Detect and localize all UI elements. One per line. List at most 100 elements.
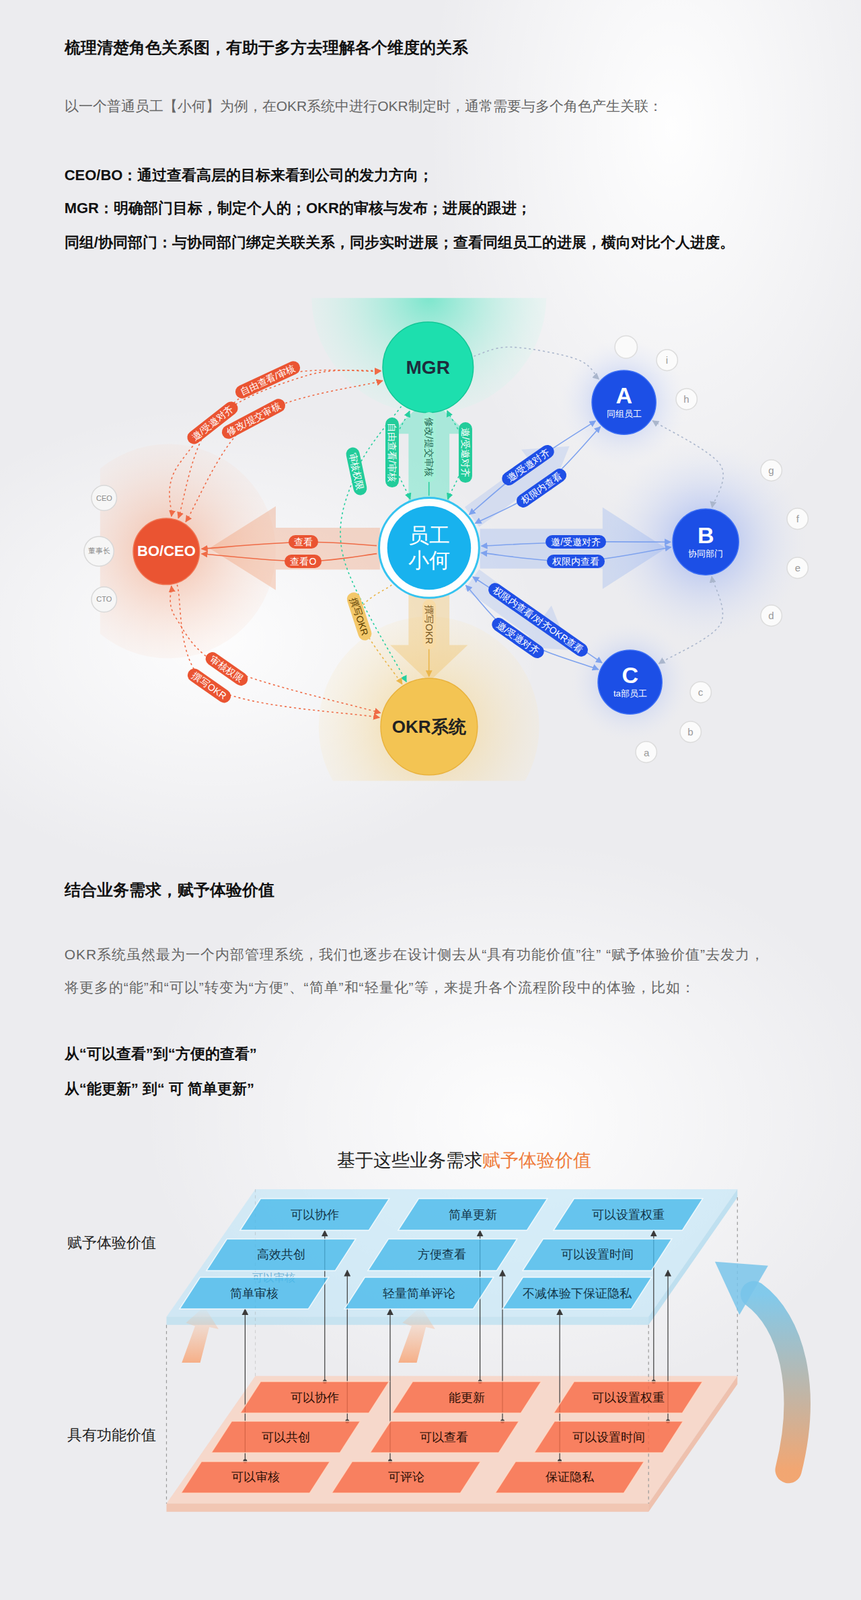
- plane-cell: 轻量简单评论: [344, 1278, 494, 1310]
- connector: [185, 380, 383, 522]
- circle-shape: [382, 322, 474, 414]
- circle-shape: [787, 557, 808, 579]
- node-text-wrap: d: [768, 610, 774, 622]
- node-text-wrap: OKR系统: [392, 715, 467, 740]
- node-text: 高效共创: [256, 1247, 306, 1264]
- illustration-polygon: [480, 507, 666, 590]
- node-text-wrap: 保证隐私: [545, 1469, 594, 1486]
- node-text: h: [683, 393, 689, 405]
- circle-shape: [676, 388, 697, 410]
- illustration-polygon: [209, 506, 381, 591]
- node-text: 可以协作: [290, 1207, 340, 1224]
- node-text: b: [687, 726, 693, 738]
- node-text: 不减体验下保证隐私: [522, 1286, 632, 1303]
- node-text: 同组员工: [606, 408, 642, 421]
- edge-label: 查看: [288, 535, 319, 549]
- node-text: 可以设置权重: [591, 1207, 665, 1224]
- node-text: 可以协作: [290, 1390, 340, 1407]
- node-text-wrap: 可以设置权重: [591, 1207, 665, 1224]
- connector: [170, 586, 381, 714]
- node-text: 保证隐私: [545, 1469, 594, 1486]
- illustration-polygon: [181, 1307, 219, 1365]
- node-text-wrap: CTO: [96, 595, 112, 604]
- circle-shape: [380, 678, 478, 776]
- edge-label: 审核权限: [345, 446, 369, 498]
- node-text-wrap: BO/CEO: [137, 542, 196, 561]
- illustration-g: [456, 425, 585, 539]
- circle-shape: [760, 605, 782, 627]
- circle-shape: [635, 741, 657, 763]
- node-text-wrap: c: [698, 686, 704, 699]
- node-text-wrap: 可以设置时间: [560, 1247, 634, 1264]
- plane-label: 赋予体验价值: [67, 1232, 157, 1255]
- plane-cell: 可以协作: [240, 1199, 390, 1231]
- circle-shape: [133, 518, 200, 586]
- circle-node: i: [655, 349, 679, 372]
- node-text-wrap: 可以审核: [231, 1469, 280, 1486]
- illustration-line: [648, 1325, 650, 1505]
- cell-shape: [369, 1421, 520, 1454]
- text-line: 同组/协同部门：与协同部门绑定关联关系，同步实时进展；查看同组员工的进展，横向对…: [64, 231, 735, 255]
- cell-shape: [392, 1382, 542, 1414]
- node-text: 轻量简单评论: [382, 1286, 456, 1303]
- inner-disc: [386, 506, 471, 591]
- node-text-wrap: 轻量简单评论: [382, 1286, 456, 1303]
- illustration-polygon: [715, 1262, 769, 1316]
- illustration-polygon: [398, 1307, 436, 1365]
- edge-label: 邀/受邀对齐: [545, 535, 607, 549]
- illustration-polygon: [390, 396, 468, 503]
- plane-cell: 可以共创: [211, 1421, 361, 1454]
- node-text-wrap: 董事长: [88, 546, 111, 557]
- illustration-polygon: [390, 594, 468, 683]
- circle-node: BO/CEO: [132, 517, 201, 586]
- node-text-wrap: 可以设置权重: [591, 1390, 665, 1407]
- node-text: A: [615, 384, 633, 409]
- edge-label: 邀/受邀对齐: [458, 422, 473, 483]
- cell-shape: [180, 1462, 331, 1494]
- connector: [474, 347, 600, 380]
- plane-cell: 可以协作: [240, 1382, 390, 1414]
- plane-cell: 可以审核: [180, 1462, 331, 1494]
- node-text: C: [622, 663, 640, 689]
- plane-cell: 能更新: [392, 1382, 542, 1414]
- plane-cell: 不减体验下保证隐私: [502, 1278, 652, 1310]
- node-text-wrap: 方便查看: [417, 1247, 467, 1264]
- node-text: g: [768, 464, 774, 477]
- node-text-wrap: 能更新: [448, 1390, 485, 1407]
- node-text-wrap: 不减体验下保证隐私: [522, 1286, 632, 1303]
- text-line: MGR：明确部门目标，制定个人的；OKR的审核与发布；进展的跟进；: [64, 197, 532, 220]
- cell-shape: [206, 1239, 356, 1272]
- illustration-g: [61, 178, 807, 1513]
- cell-shape: [553, 1382, 703, 1414]
- circle-node: b: [679, 721, 702, 744]
- cell-shape: [495, 1462, 645, 1494]
- node-text-wrap: B协同部门: [688, 523, 724, 561]
- plane-cell: 保证隐私: [495, 1462, 645, 1494]
- node-text-wrap: 可以共创: [261, 1430, 311, 1447]
- text-line: 从“可以查看”到“方便的查看”: [64, 1043, 257, 1067]
- plane-cell: 简单更新: [398, 1199, 548, 1231]
- node-text: OKR系统: [392, 715, 467, 740]
- connector: [472, 577, 603, 664]
- edge-label: 自由查看/审核: [232, 359, 303, 401]
- plane-cell: 可以设置时间: [534, 1421, 684, 1454]
- circle-shape: [787, 508, 808, 530]
- node-text-wrap: 高效共创: [256, 1247, 306, 1264]
- node-text-wrap: 简单审核: [230, 1286, 279, 1303]
- node-text-wrap: Cta部员工: [613, 663, 648, 701]
- illustration-circle: [571, 622, 690, 742]
- cell-shape: [367, 1239, 518, 1272]
- node-text-wrap: A同组员工: [606, 384, 642, 421]
- node-text: 可以设置时间: [572, 1430, 646, 1447]
- circle-node: h: [675, 388, 698, 411]
- illustration-polygon: [456, 425, 585, 539]
- illustration-polygon: [166, 1189, 738, 1318]
- node-text: e: [795, 562, 801, 574]
- text-line: 从“能更新” 到“ 可 简单更新”: [64, 1078, 255, 1102]
- node-text: 可以查看: [419, 1430, 469, 1447]
- edge-label: 查看O: [284, 554, 322, 569]
- illustration-polygon: [166, 1376, 738, 1505]
- node-text: B: [697, 523, 715, 549]
- node-text-wrap: CEO: [96, 494, 113, 503]
- node-text: 可以共创: [261, 1430, 311, 1447]
